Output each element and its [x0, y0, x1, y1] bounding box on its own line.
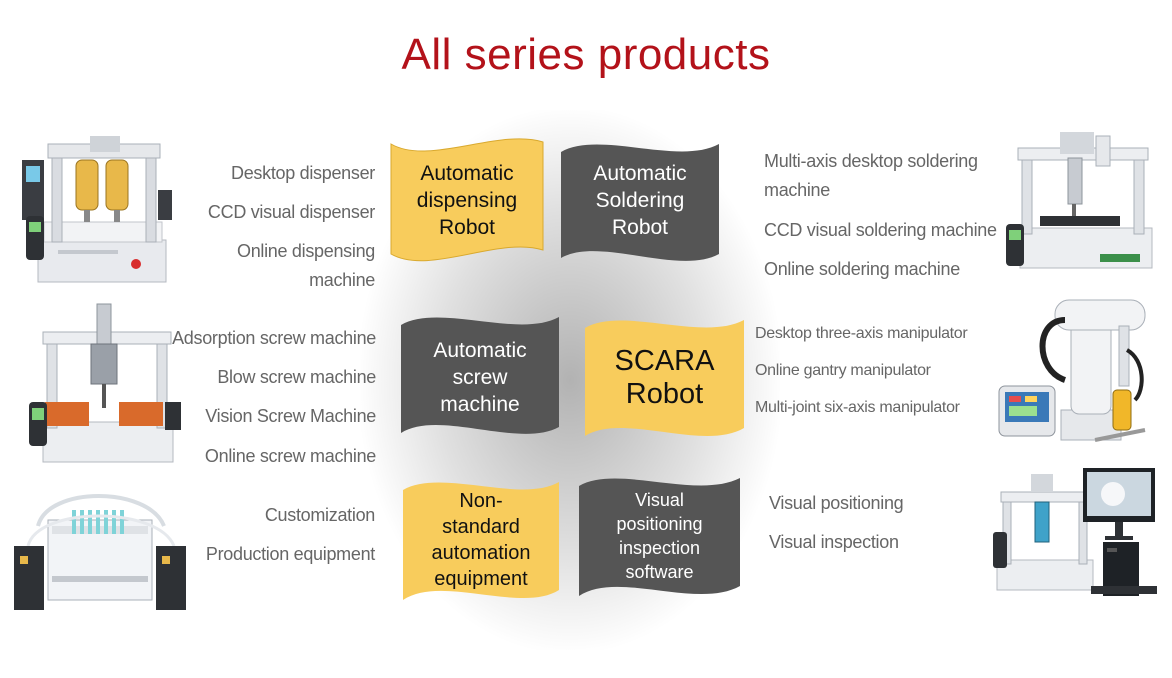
banner-label: Non- standard automation equipment — [431, 490, 531, 590]
banner-automatic-screw-machine[interactable]: Automatic screw machine — [399, 309, 561, 440]
label-ccd-visual-dispenser: CCD visual dispenser — [207, 202, 375, 222]
label-visual-positioning: Visual positioning — [769, 493, 904, 513]
screw-machine-photo — [25, 302, 183, 468]
label-multi-joint-six-axis: Multi-joint six-axis manipulator — [755, 399, 960, 416]
vision-system-photo — [993, 462, 1165, 598]
label-ccd-visual-soldering: CCD visual soldering machine — [764, 220, 997, 240]
scara-robot-photo — [995, 290, 1153, 452]
banner-scara-robot[interactable]: SCARA Robot — [583, 312, 746, 443]
banner-shape — [585, 320, 744, 436]
custom-equipment-photo — [8, 486, 190, 616]
page-title: All series products — [401, 30, 771, 79]
label-adsorption-screw-machine: Adsorption screw machine — [172, 328, 376, 348]
label-visual-inspection: Visual inspection — [769, 532, 899, 552]
banner-automatic-soldering-robot[interactable]: Automatic Soldering Robot — [559, 136, 721, 264]
label-vision-screw-machine: Vision Screw Machine — [205, 406, 376, 426]
banner-shape — [403, 482, 559, 600]
label-online-gantry: Online gantry manipulator — [755, 362, 931, 379]
label-multi-axis-desktop-soldering: Multi-axis desktop soldering machine — [764, 151, 978, 200]
label-online-screw-machine: Online screw machine — [204, 446, 376, 466]
banner-visual-positioning-software[interactable]: Visual positioning inspection software — [577, 470, 742, 602]
banner-automatic-dispensing-robot[interactable]: Automatic dispensing Robot — [389, 136, 545, 264]
banner-shape — [579, 478, 740, 596]
label-blow-screw-machine: Blow screw machine — [217, 367, 376, 387]
banner-shape — [401, 317, 559, 434]
banner-shape — [561, 144, 719, 261]
banner-label: Visual positioning inspection software — [616, 490, 703, 582]
label-online-dispensing-machine: Online dispensing machine — [237, 241, 375, 290]
banner-shape — [390, 138, 544, 262]
dispenser-machine-photo — [18, 130, 183, 290]
label-desktop-three-axis: Desktop three-axis manipulator — [755, 325, 968, 342]
soldering-machine-photo — [1000, 128, 1165, 276]
label-customization: Customization — [264, 505, 375, 525]
banner-label: Automatic screw machine — [433, 339, 527, 416]
banner-label: Automatic Soldering Robot — [593, 161, 687, 239]
label-desktop-dispenser: Desktop dispenser — [231, 163, 375, 183]
banner-label: SCARA Robot — [614, 344, 715, 410]
label-online-soldering: Online soldering machine — [764, 259, 960, 279]
label-production-equipment: Production equipment — [205, 544, 375, 564]
banner-non-standard-automation[interactable]: Non- standard automation equipment — [401, 474, 561, 606]
banner-label: Automatic dispensing Robot — [416, 161, 518, 239]
